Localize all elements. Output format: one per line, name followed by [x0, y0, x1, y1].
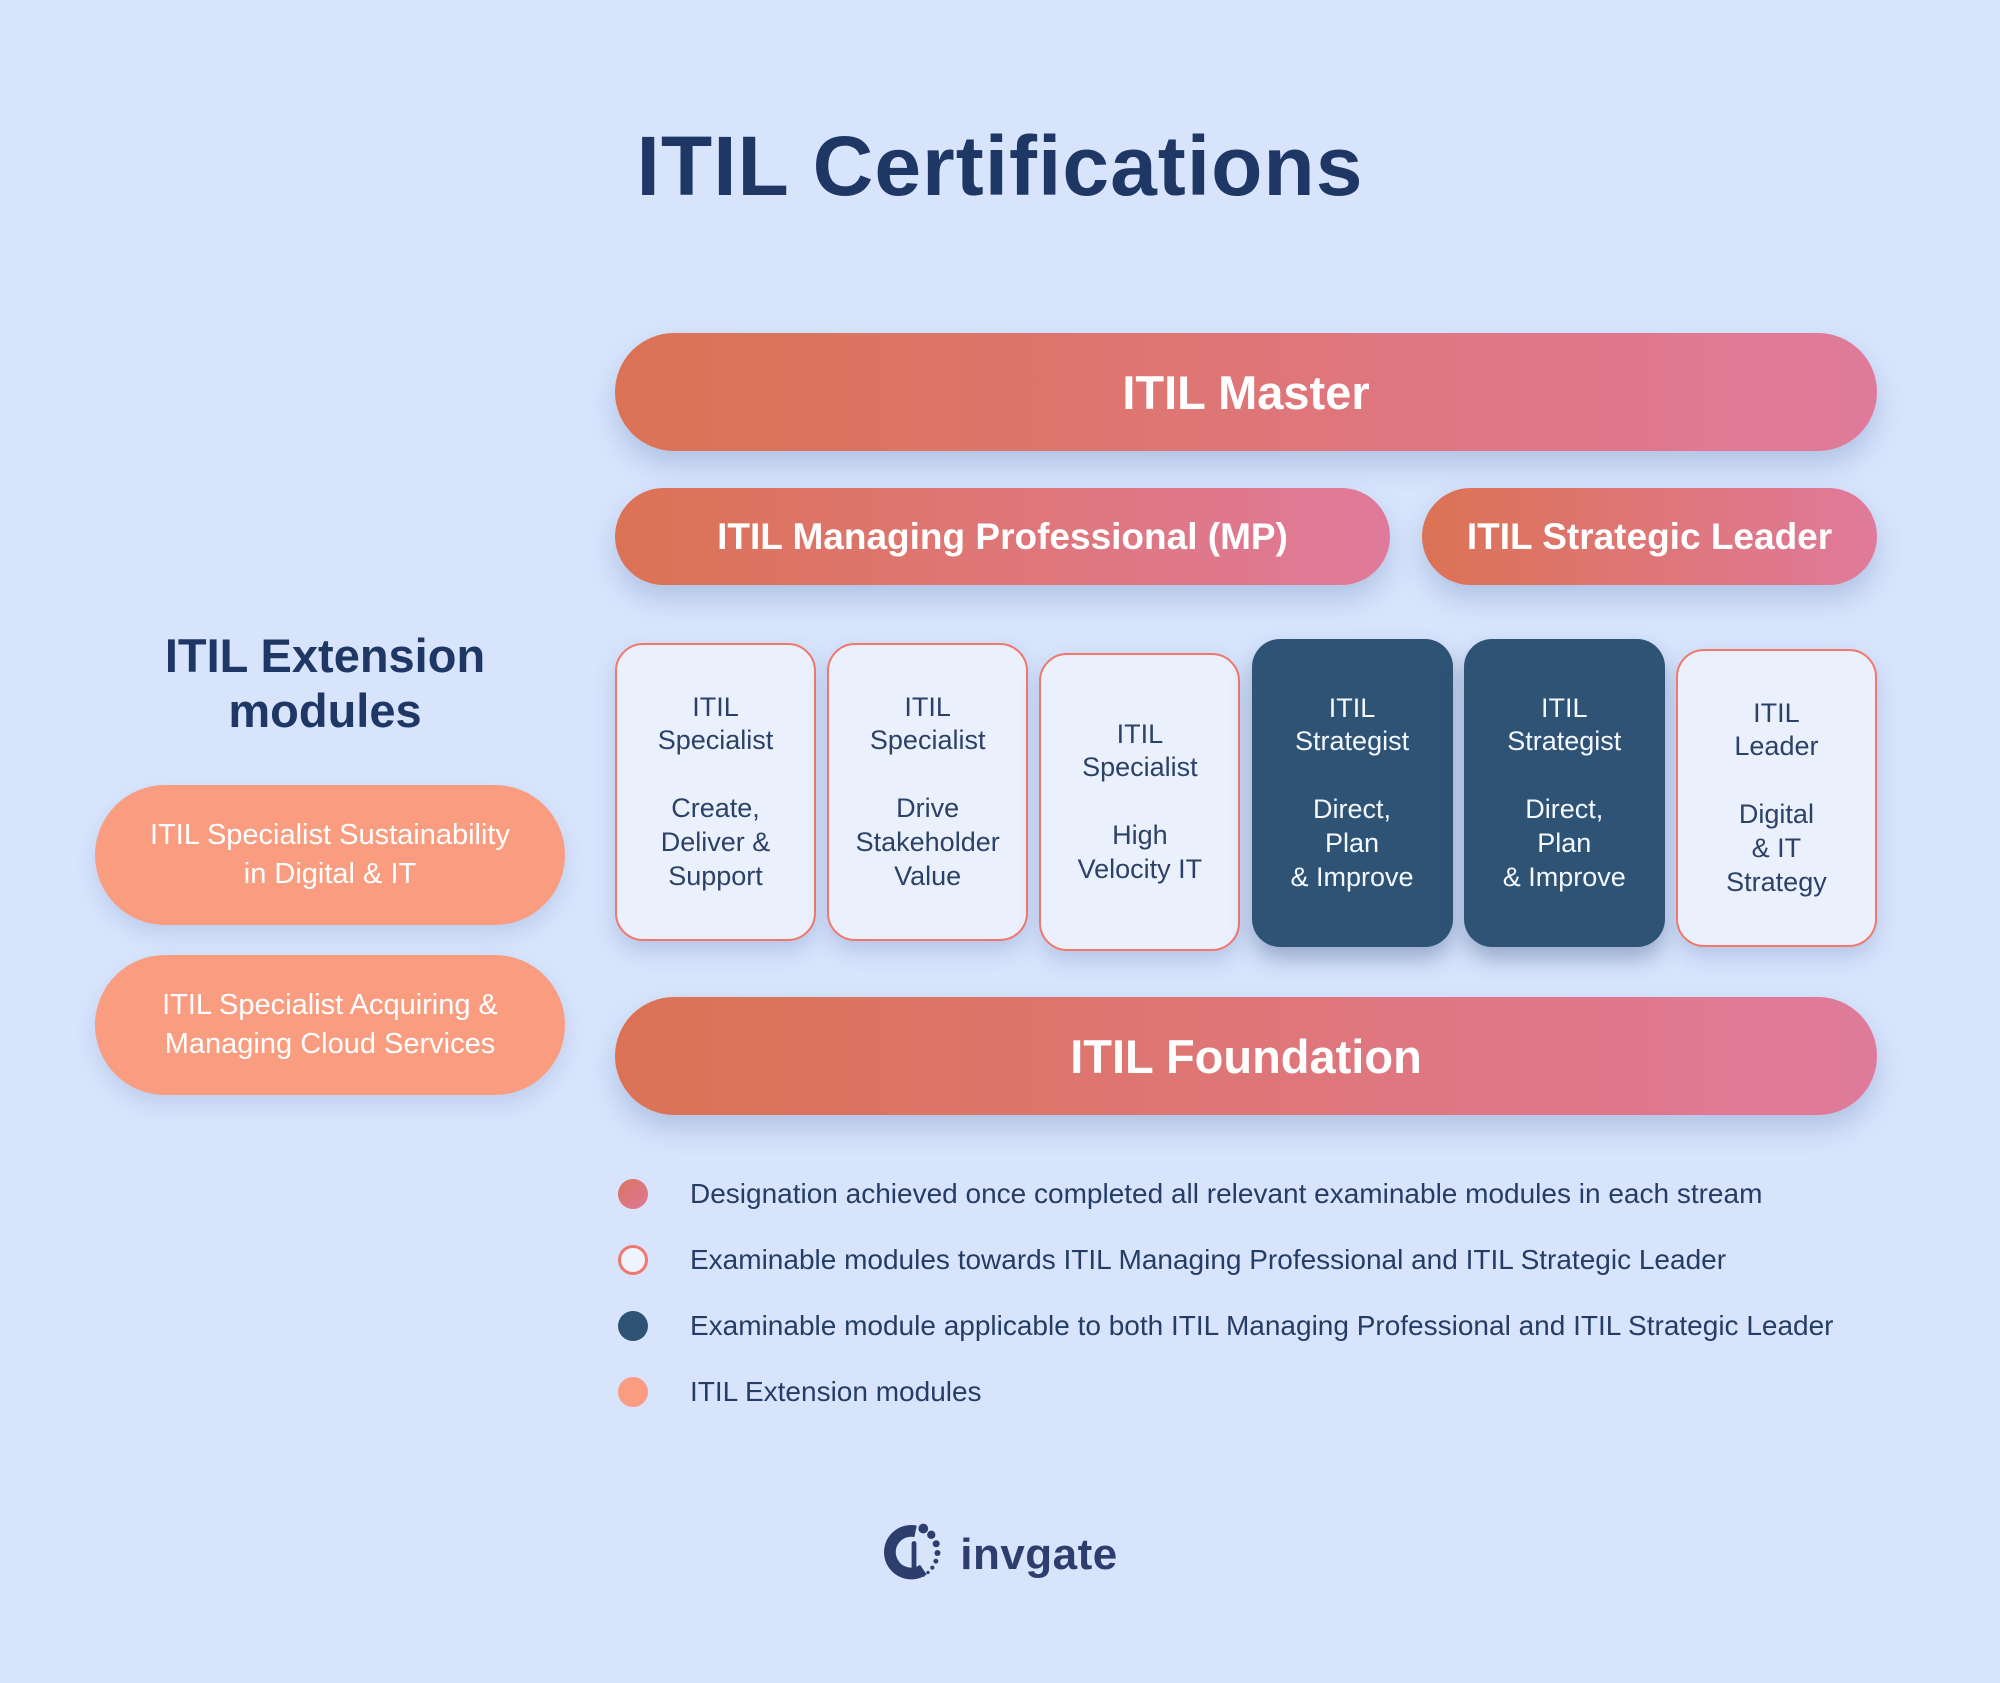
module-card-title: ITIL Leader	[1734, 697, 1819, 762]
module-card-drive-stakeholder-value: ITIL Specialist Drive Stakeholder Value	[827, 643, 1029, 941]
extension-modules-heading: ITIL Extension modules	[164, 629, 486, 738]
footer: invgate	[0, 1520, 2000, 1589]
itil-foundation-banner: ITIL Foundation	[615, 997, 1877, 1115]
module-card-subtitle: Direct, Plan & Improve	[1290, 794, 1414, 892]
strategic-leader-banner: ITIL Strategic Leader	[1422, 488, 1877, 585]
module-card-subtitle: Digital & IT Strategy	[1726, 799, 1827, 897]
module-card-direct-plan-improve-2: ITIL Strategist Direct, Plan & Improve	[1463, 639, 1665, 947]
module-card-title: ITIL Strategist	[1295, 692, 1410, 757]
module-card-create-deliver-support: ITIL Specialist Create, Deliver & Suppor…	[615, 643, 816, 941]
invgate-logo-text: invgate	[960, 1529, 1118, 1579]
dark-circle-icon	[618, 1311, 648, 1341]
legend-item-examinable-both: Examinable module applicable to both ITI…	[618, 1307, 1834, 1345]
module-card-subtitle: Drive Stakeholder Value	[855, 793, 1000, 891]
gradient-circle-icon	[618, 1179, 648, 1209]
module-card-title: ITIL Specialist	[1082, 718, 1198, 783]
module-card-subtitle: Create, Deliver & Support	[660, 793, 771, 891]
module-card-subtitle: High Velocity IT	[1077, 820, 1203, 884]
legend-item-extension-modules: ITIL Extension modules	[618, 1373, 1834, 1411]
module-card-title: ITIL Strategist	[1507, 692, 1622, 757]
module-card-subtitle: Direct, Plan & Improve	[1502, 794, 1626, 892]
page-title: ITIL Certifications	[636, 119, 1364, 213]
module-card-digital-it-strategy: ITIL Leader Digital & IT Strategy	[1675, 649, 1877, 947]
stream-banners-row: ITIL Managing Professional (MP) ITIL Str…	[615, 488, 1877, 585]
legend-item-examinable-stream: Examinable modules towards ITIL Managing…	[618, 1241, 1834, 1279]
legend-item-designation: Designation achieved once completed all …	[618, 1175, 1834, 1213]
legend-item-text: Examinable module applicable to both ITI…	[690, 1310, 1834, 1341]
module-cards-row: ITIL Specialist Create, Deliver & Suppor…	[615, 639, 1877, 959]
invgate-logo-icon	[882, 1520, 946, 1589]
certification-stack: ITIL Master ITIL Managing Professional (…	[615, 333, 1877, 1115]
legend-item-text: ITIL Extension modules	[690, 1376, 982, 1407]
module-card-title: ITIL Specialist	[869, 691, 986, 756]
module-card-direct-plan-improve-1: ITIL Strategist Direct, Plan & Improve	[1251, 639, 1453, 947]
module-card-title: ITIL Specialist	[657, 691, 774, 756]
extension-module-sustainability: ITIL Specialist Sustainability in Digita…	[95, 785, 565, 925]
salmon-circle-icon	[618, 1377, 648, 1407]
itil-master-banner: ITIL Master	[615, 333, 1877, 451]
extension-module-cloud-services: ITIL Specialist Acquiring & Managing Clo…	[95, 955, 565, 1095]
legend: Designation achieved once completed all …	[618, 1175, 1834, 1439]
module-card-high-velocity-it: ITIL Specialist High Velocity IT	[1039, 653, 1241, 951]
legend-item-text: Examinable modules towards ITIL Managing…	[690, 1244, 1727, 1275]
outline-circle-icon	[618, 1245, 648, 1275]
legend-item-text: Designation achieved once completed all …	[690, 1178, 1763, 1209]
managing-professional-banner: ITIL Managing Professional (MP)	[615, 488, 1390, 585]
